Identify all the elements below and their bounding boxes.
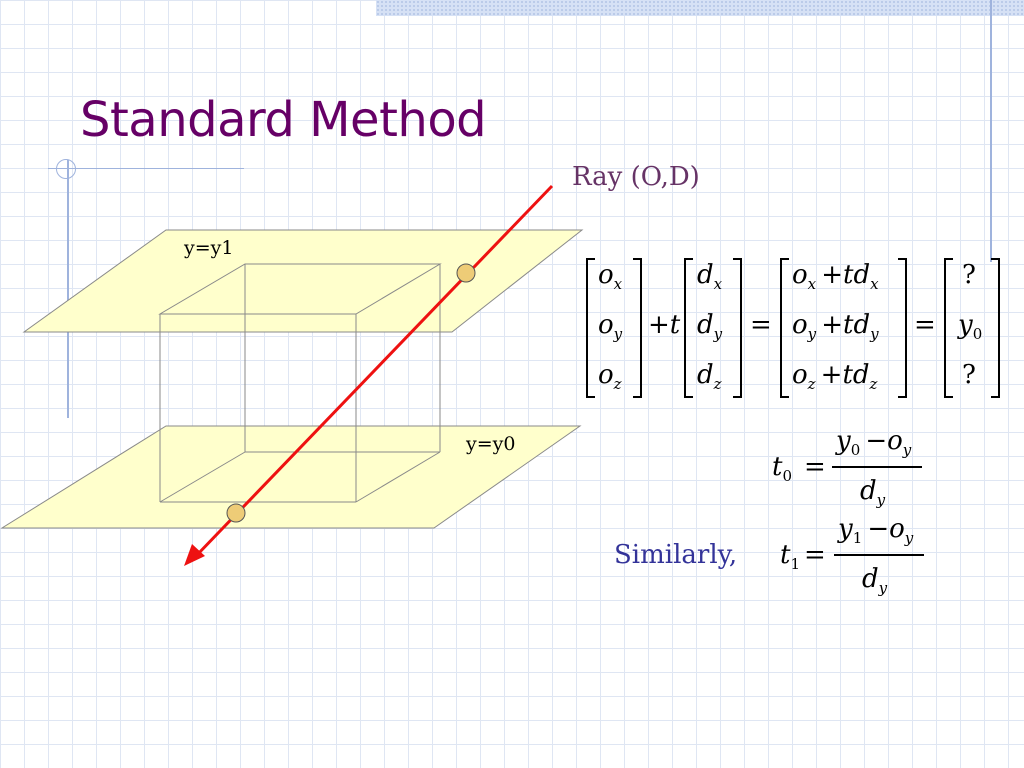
- matrix-bracket: [733, 258, 742, 398]
- vector-d-y: dy: [697, 310, 723, 343]
- matrix-bracket: [633, 258, 642, 398]
- matrix-bracket: [780, 258, 789, 398]
- plus-t: +t: [648, 310, 681, 340]
- matrix-bracket: [898, 258, 907, 398]
- result-y0: y0: [958, 310, 983, 343]
- fraction-bar: [834, 554, 924, 556]
- matrix-bracket: [684, 258, 693, 398]
- plane-bottom-label: y=y0: [465, 433, 515, 455]
- t1-denominator: dy: [862, 564, 888, 597]
- sum-row-x: ox +tdx: [792, 260, 879, 293]
- decorative-circle-icon: [56, 159, 76, 179]
- equals-sign: =: [804, 540, 826, 570]
- t0-lhs: t0: [772, 452, 792, 485]
- t0-numerator: y0 −oy: [836, 426, 912, 459]
- t1-numerator: y1 −oy: [838, 514, 914, 547]
- top-decoration-band: [376, 0, 1024, 16]
- plane-top: [22, 229, 584, 333]
- similarly-label: Similarly,: [614, 540, 738, 570]
- equals-sign: =: [914, 310, 936, 340]
- equals-sign: =: [804, 452, 826, 482]
- ray-arrowhead: [184, 544, 205, 566]
- vector-o-x: ox: [598, 260, 623, 293]
- vector-o-z: oz: [598, 360, 622, 393]
- vector-d-x: dx: [697, 260, 723, 293]
- decorative-vertical-line-left: [67, 160, 69, 418]
- ray-line: [194, 184, 554, 558]
- decorative-horizontal-line: [48, 168, 244, 169]
- result-unknown-z: ?: [962, 360, 976, 390]
- matrix-bracket: [944, 258, 953, 398]
- t0-denominator: dy: [860, 476, 886, 509]
- sum-row-y: oy +tdy: [792, 310, 879, 343]
- decorative-vertical-line: [990, 0, 992, 262]
- sum-row-z: oz +tdz: [792, 360, 878, 393]
- t1-lhs: t1: [780, 540, 800, 573]
- ray-label: Ray (O,D): [572, 162, 700, 192]
- result-unknown-x: ?: [962, 260, 976, 290]
- slide-title: Standard Method: [80, 92, 487, 148]
- fraction-bar: [832, 466, 922, 468]
- vector-d-z: dz: [697, 360, 722, 393]
- equals-sign: =: [750, 310, 772, 340]
- plane-top-label: y=y1: [183, 237, 233, 259]
- box-wireframe: [158, 263, 442, 503]
- matrix-bracket: [991, 258, 1000, 398]
- intersection-point-bottom: [226, 503, 246, 523]
- matrix-bracket: [586, 258, 595, 398]
- intersection-point-top: [456, 263, 476, 283]
- vector-o-y: oy: [598, 310, 623, 343]
